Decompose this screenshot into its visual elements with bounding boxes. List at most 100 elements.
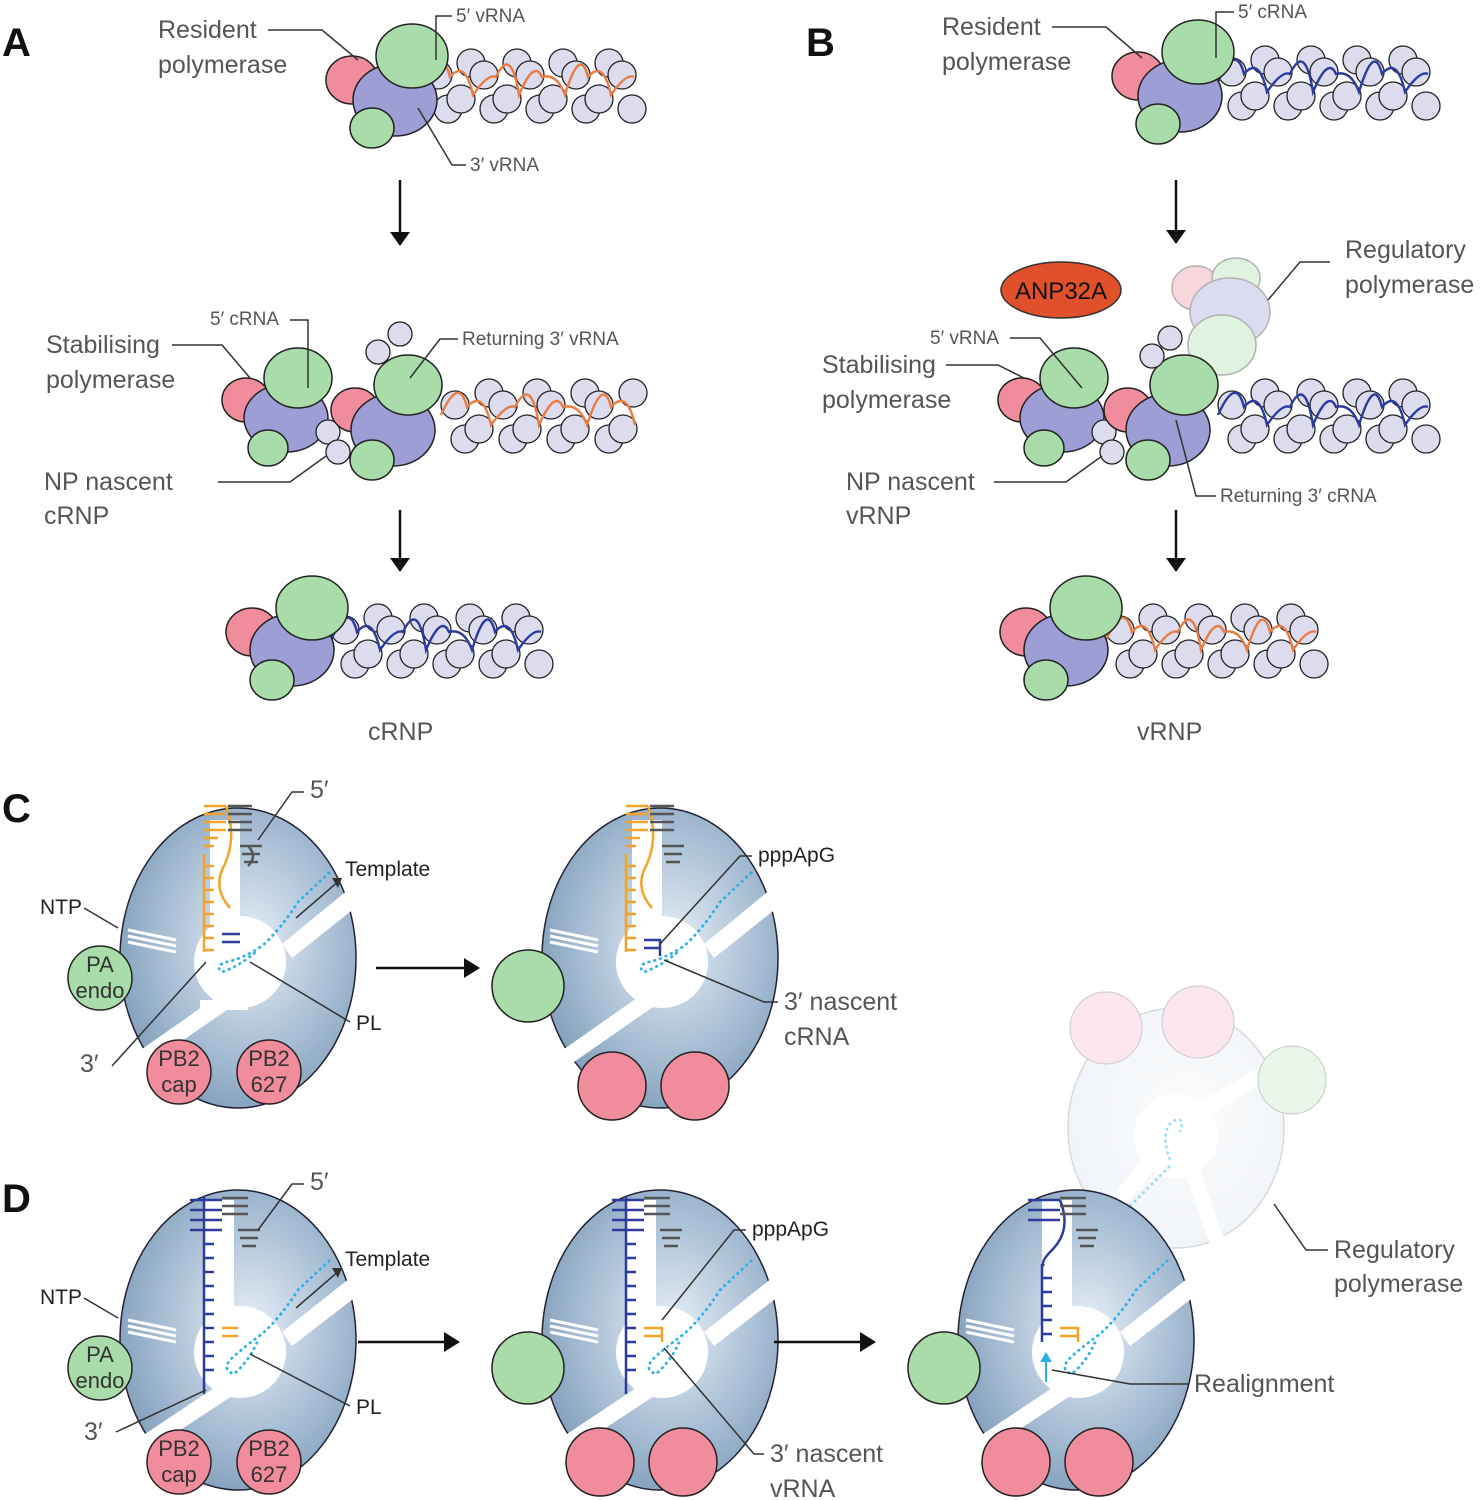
np-bead bbox=[1286, 81, 1316, 111]
np-bead bbox=[1263, 390, 1293, 420]
np-bead bbox=[1220, 639, 1250, 669]
regulatory-polymerase-faint bbox=[1171, 257, 1271, 376]
resident-crnp-complex bbox=[1111, 19, 1441, 145]
pa-endo-d1 bbox=[67, 1335, 133, 1401]
label-pb2627-c1-1: PB2 bbox=[248, 1046, 290, 1071]
leader-stabilising-a bbox=[172, 344, 251, 379]
label-stabilising-b1: Stabilising bbox=[822, 351, 936, 379]
replication-intermediate-vrna bbox=[997, 325, 1441, 481]
five-prime-hook bbox=[228, 804, 262, 867]
np-bead bbox=[1355, 390, 1385, 420]
arrowhead-d1 bbox=[444, 1332, 460, 1352]
leader-pppapg-d bbox=[661, 1229, 746, 1321]
pa-endo-d2 bbox=[491, 1331, 565, 1405]
leader-pl-c bbox=[249, 961, 351, 1023]
np-bead bbox=[512, 414, 542, 444]
label-5-vrna-b: 5′ vRNA bbox=[930, 328, 999, 349]
pb2-627-d1 bbox=[236, 1429, 302, 1495]
np-bead bbox=[1243, 615, 1273, 645]
label-np-nascent-b1: NP nascent bbox=[846, 468, 975, 496]
replication-intermediate-crna bbox=[221, 321, 648, 481]
np-chain bbox=[1216, 45, 1441, 121]
leader-np-nascent-b bbox=[994, 455, 1103, 483]
polymerase-stabilising bbox=[997, 347, 1109, 467]
polymerase-trimer bbox=[325, 23, 449, 149]
rna-strand bbox=[1216, 58, 1429, 97]
leader-5-crna-b bbox=[1215, 11, 1234, 58]
leader-pppapg-c bbox=[659, 855, 752, 945]
label-stabilising-a2: polymerase bbox=[46, 366, 175, 394]
np-bead bbox=[560, 414, 590, 444]
pb2-627-d3 bbox=[1064, 1427, 1134, 1497]
pb2-627-d2 bbox=[648, 1427, 718, 1497]
polymerase-stabilising bbox=[221, 347, 333, 467]
panel-letter-a: A bbox=[2, 21, 31, 65]
label-pa-c1-1: PA bbox=[86, 952, 114, 977]
label-5-crna-a: 5′ cRNA bbox=[210, 309, 279, 330]
resident-vrnp-complex bbox=[325, 23, 647, 149]
pa-endo-d3 bbox=[907, 1331, 981, 1405]
np-bead bbox=[584, 390, 614, 420]
rna-strand bbox=[1216, 391, 1429, 430]
label-pppapg-c: pppApG bbox=[758, 844, 835, 867]
polymerase-c2 bbox=[540, 804, 792, 1109]
rna-strand bbox=[329, 616, 542, 655]
np-bead bbox=[1299, 649, 1329, 679]
np-bead bbox=[446, 84, 476, 114]
leader-returning-3-vrna bbox=[409, 338, 458, 379]
leader-np-nascent-a bbox=[218, 455, 327, 483]
label-regulatory-b1: Regulatory bbox=[1345, 236, 1466, 264]
np-bead bbox=[1240, 81, 1270, 111]
leader-5prime-d bbox=[257, 1183, 304, 1231]
arrowhead-a1 bbox=[390, 232, 410, 246]
rna-strand bbox=[439, 391, 637, 430]
label-stabilising-b2: polymerase bbox=[822, 386, 951, 414]
label-np-nascent-a2: cRNP bbox=[44, 502, 109, 530]
np-bead bbox=[468, 615, 498, 645]
np-chain bbox=[422, 48, 647, 124]
np-bead bbox=[1332, 81, 1362, 111]
label-3prime-c: 3′ bbox=[80, 1050, 99, 1078]
arrowhead-template-d bbox=[332, 1268, 342, 1278]
np-bead bbox=[491, 639, 521, 669]
np-bead bbox=[1411, 91, 1441, 121]
label-ntp-d: NTP bbox=[40, 1286, 82, 1309]
leader-returning-3-crna bbox=[1175, 419, 1216, 497]
label-pb2627-d1-2: 627 bbox=[251, 1462, 288, 1487]
label-pppapg-d: pppApG bbox=[752, 1218, 829, 1241]
np-bead bbox=[492, 84, 522, 114]
polymerase-d3 bbox=[956, 1189, 1208, 1491]
label-stabilising-a1: Stabilising bbox=[46, 331, 160, 359]
pb2-cap-d2 bbox=[565, 1427, 635, 1497]
polymerase-trimer bbox=[225, 575, 349, 701]
leader-realignment bbox=[1051, 1369, 1188, 1385]
polymerase-d1 bbox=[118, 1189, 370, 1491]
leader-ntp-c bbox=[83, 907, 119, 929]
pb2-cap-c1 bbox=[146, 1039, 212, 1105]
np-chain bbox=[1104, 603, 1329, 679]
label-pl-d: PL bbox=[356, 1396, 382, 1419]
leader-5-vrna-a bbox=[435, 15, 452, 60]
np-bead bbox=[1289, 615, 1319, 645]
label-anp32a: ANP32A bbox=[1015, 278, 1107, 305]
np-bead bbox=[1174, 639, 1204, 669]
leader-pl-d bbox=[249, 1353, 351, 1407]
label-nascent-d2: vRNA bbox=[770, 1475, 836, 1500]
label-returning-3-crna: Returning 3′ cRNA bbox=[1220, 486, 1377, 507]
np-bead bbox=[1266, 639, 1296, 669]
leader-nascent-d bbox=[663, 1347, 764, 1455]
label-nascent-c2: cRNA bbox=[784, 1023, 850, 1051]
label-pb2cap-d1-1: PB2 bbox=[158, 1436, 200, 1461]
arrowhead-d2 bbox=[860, 1332, 876, 1352]
leader-resident-b bbox=[1052, 26, 1143, 59]
label-realignment: Realignment bbox=[1194, 1370, 1334, 1398]
arrowhead-b2 bbox=[1166, 558, 1186, 572]
label-regulatory-d1: Regulatory bbox=[1334, 1236, 1455, 1264]
leader-template-d bbox=[295, 1269, 341, 1309]
vrnp-complex bbox=[999, 575, 1329, 701]
crnp-complex bbox=[225, 575, 554, 701]
leader-regulatory-d bbox=[1273, 1203, 1328, 1251]
np-bead bbox=[617, 94, 647, 124]
leader-5prime-c bbox=[257, 791, 304, 841]
